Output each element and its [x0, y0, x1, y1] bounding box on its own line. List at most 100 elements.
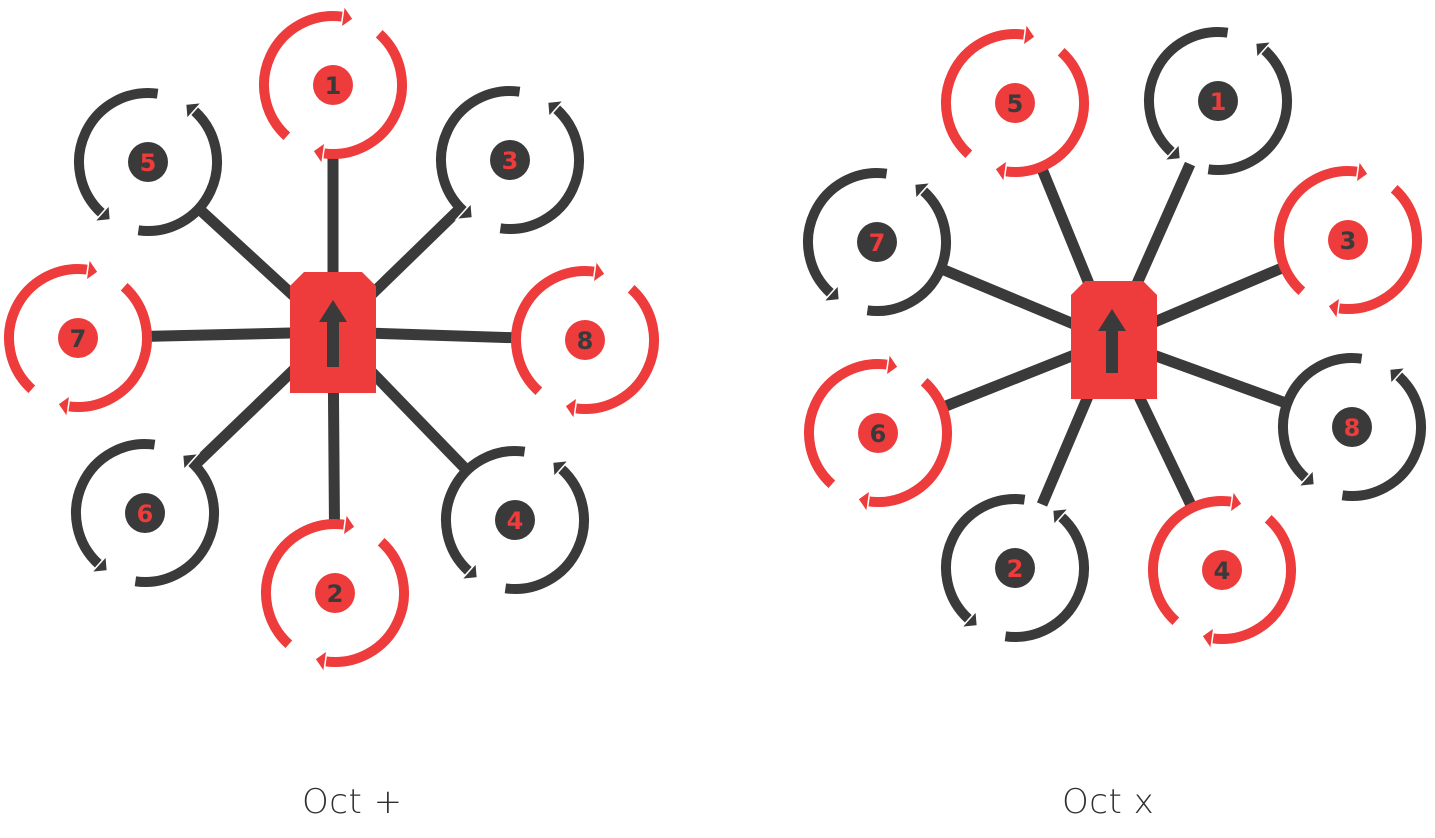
rotation-arc: [1278, 353, 1363, 482]
rotation-arc: [436, 86, 521, 215]
counterclockwise-arrow-icon: [1254, 40, 1274, 60]
clockwise-arrow-icon: [85, 256, 100, 283]
motor-hub: [313, 65, 353, 105]
rotation-arc: [322, 30, 407, 159]
motor-6: 6: [71, 439, 219, 587]
motor-4: 4: [1148, 488, 1296, 652]
rotation-arc: [1274, 166, 1359, 295]
motor-number: 5: [140, 149, 157, 177]
clockwise-arrow-icon: [342, 511, 357, 538]
forward-arrow-icon: [1098, 309, 1126, 373]
rotation-arc: [574, 285, 659, 414]
motor-number: 4: [1214, 557, 1231, 585]
clockwise-arrow-icon: [56, 393, 71, 420]
counterclockwise-arrow-icon: [551, 459, 571, 479]
motor-hub: [315, 573, 355, 613]
clockwise-arrow-icon: [856, 488, 871, 515]
rotation-arc: [1337, 185, 1422, 314]
clockwise-arrow-icon: [1022, 21, 1037, 48]
counterclockwise-arrow-icon: [1388, 366, 1408, 386]
motor-number: 7: [869, 229, 886, 257]
rotation-arc: [804, 359, 889, 488]
rotation-arc: [1148, 496, 1233, 625]
motor-hub: [58, 318, 98, 358]
clockwise-arrow-icon: [313, 648, 328, 675]
counterclockwise-arrow-icon: [959, 609, 979, 629]
oct-x-label: Oct x: [1062, 782, 1155, 822]
motor-hub: [858, 413, 898, 453]
rotation-arc: [504, 465, 589, 594]
rotation-arc: [4, 264, 89, 393]
rotation-arc: [137, 107, 222, 236]
motor-hub: [995, 83, 1035, 123]
rotation-arc: [867, 378, 952, 507]
rotation-arc: [71, 439, 156, 568]
motor-hub: [565, 320, 605, 360]
rotation-arc: [1341, 372, 1426, 501]
motor-number: 6: [137, 500, 154, 528]
rotation-arc: [67, 283, 152, 412]
arms: [146, 154, 517, 525]
motor-number: 2: [1007, 555, 1024, 583]
motor-2: 2: [941, 494, 1089, 642]
rotation-arc: [499, 105, 584, 234]
motor-3: 3: [1274, 158, 1422, 322]
motor-hub: [128, 142, 168, 182]
clockwise-arrow-icon: [1355, 158, 1370, 185]
motor-hub: [490, 140, 530, 180]
motor-hub: [995, 548, 1035, 588]
motor-number: 5: [1007, 90, 1024, 118]
motor-8: 8: [1278, 353, 1426, 501]
motor-3: 3: [436, 86, 584, 234]
rotation-arc: [261, 519, 346, 648]
motor-7: 7: [803, 168, 951, 316]
motor-hub: [1202, 550, 1242, 590]
motor-hub: [1198, 81, 1238, 121]
motor-number: 8: [577, 327, 594, 355]
motor-number: 1: [1210, 88, 1227, 116]
rotation-arc: [1004, 48, 1089, 177]
motor-1: 1: [259, 3, 407, 167]
rotation-arc: [1004, 513, 1089, 642]
forward-arrow-icon: [319, 300, 347, 367]
motor-hub: [125, 493, 165, 533]
motor-5: 5: [941, 21, 1089, 185]
rotation-arc: [134, 458, 219, 587]
motor-number: 4: [507, 507, 524, 535]
counterclockwise-arrow-icon: [459, 561, 479, 581]
rotation-arc: [259, 11, 344, 140]
rotation-arc: [803, 168, 888, 297]
counterclockwise-arrow-icon: [89, 554, 109, 574]
oct-plus-label: Oct +: [302, 782, 403, 822]
rotation-arc: [324, 538, 409, 667]
rotation-arc: [74, 88, 159, 217]
clockwise-arrow-icon: [1200, 625, 1215, 652]
counterclockwise-arrow-icon: [1051, 507, 1071, 527]
motor-hub: [495, 500, 535, 540]
counterclockwise-arrow-icon: [454, 201, 474, 221]
clockwise-arrow-icon: [993, 158, 1008, 185]
motor-1: 1: [1144, 27, 1292, 175]
rotation-arc: [511, 266, 596, 395]
motor-4: 4: [441, 446, 589, 594]
rotation-arc: [441, 446, 526, 575]
motor-number: 1: [325, 72, 342, 100]
counterclockwise-arrow-icon: [546, 99, 566, 119]
motor-6: 6: [804, 351, 952, 515]
motor-2: 2: [261, 511, 409, 675]
clockwise-arrow-icon: [1326, 295, 1341, 322]
motor-8: 8: [511, 258, 659, 422]
motor-hub: [1332, 407, 1372, 447]
clockwise-arrow-icon: [563, 395, 578, 422]
motor-number: 6: [870, 420, 887, 448]
motor-number: 8: [1344, 414, 1361, 442]
clockwise-arrow-icon: [592, 258, 607, 285]
motor-number: 3: [1340, 227, 1357, 255]
clockwise-arrow-icon: [311, 140, 326, 167]
motor-hub: [857, 222, 897, 262]
motor-hub: [1328, 220, 1368, 260]
motor-number: 3: [502, 147, 519, 175]
counterclockwise-arrow-icon: [913, 181, 933, 201]
